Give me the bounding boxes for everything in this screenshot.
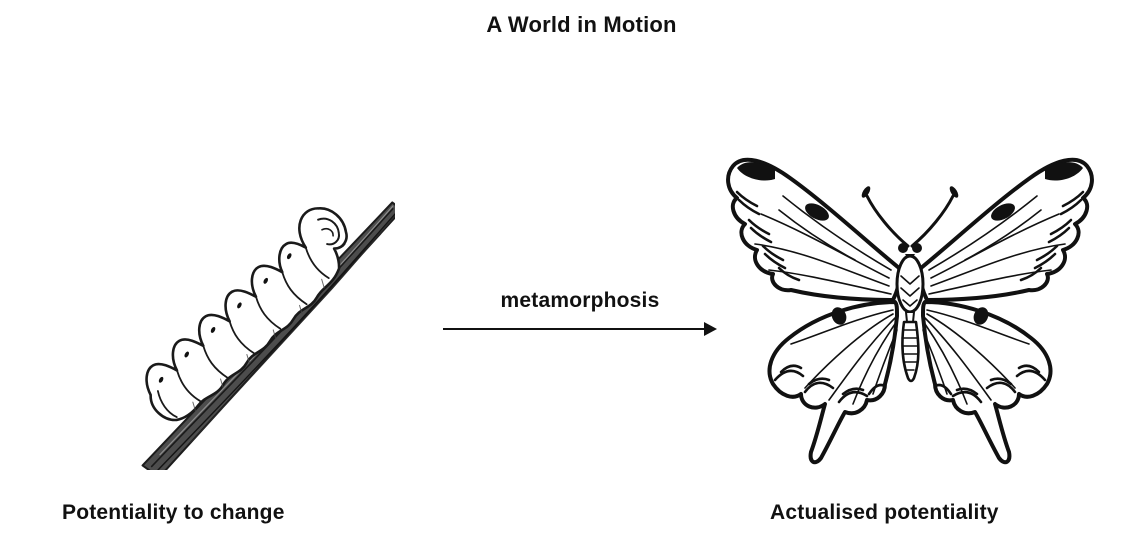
butterfly-illustration: [726, 157, 1094, 465]
transition-label: metamorphosis: [500, 289, 660, 312]
arrow-head-icon: [704, 322, 717, 336]
page-title: A World in Motion: [486, 12, 677, 37]
caterpillar-illustration: [141, 201, 395, 470]
caption-actualised: Actualised potentiality: [770, 501, 999, 524]
caption-potentiality: Potentiality to change: [62, 501, 285, 524]
metamorphosis-arrow: [443, 328, 707, 330]
caterpillar-figure: [85, 160, 395, 470]
butterfly-figure: [715, 148, 1105, 483]
